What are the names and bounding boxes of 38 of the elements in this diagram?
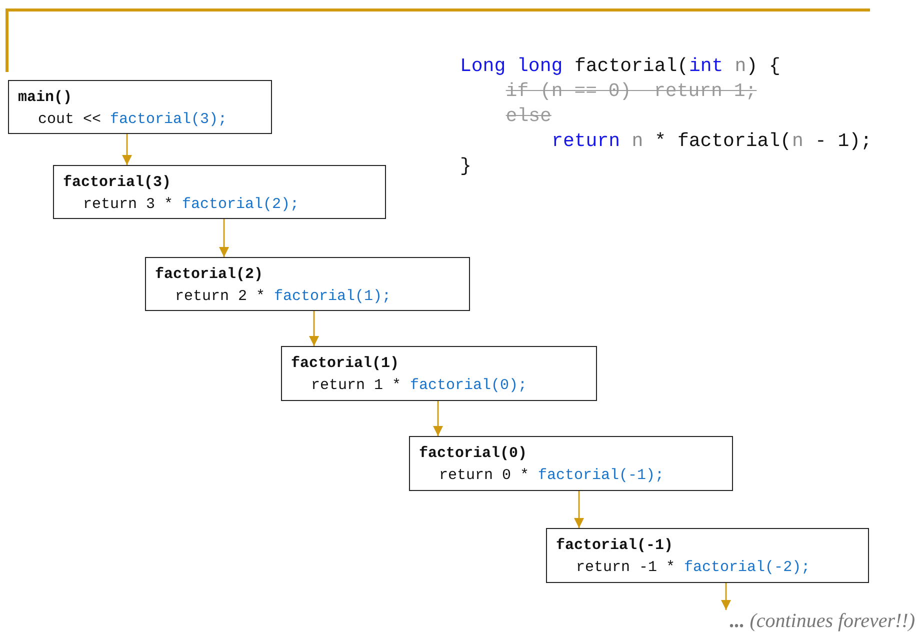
function-heading: factorial(-1)	[556, 536, 674, 556]
function-heading: factorial(1)	[291, 354, 400, 374]
function-heading: factorial(2)	[155, 265, 264, 285]
code-statement: return 3 * factorial(2);	[82, 195, 300, 215]
code-keyword: Long long	[460, 54, 563, 79]
call-frame-box	[145, 257, 470, 311]
function-heading: main()	[18, 88, 74, 108]
code-variable: n	[632, 129, 644, 154]
function-heading: factorial(0)	[419, 444, 528, 464]
call-frame-box	[53, 165, 386, 219]
struck-out-code: else	[506, 104, 552, 129]
code-statement: cout << factorial(3);	[37, 110, 228, 130]
code-statement: return -1 * factorial(-2);	[575, 558, 812, 578]
code-text: - 1);	[814, 129, 872, 154]
function-heading: factorial(3)	[63, 173, 172, 193]
arrow	[574, 491, 584, 528]
arrow	[309, 311, 319, 346]
code-keyword: return	[552, 129, 620, 154]
code-statement: return 0 * factorial(-1);	[438, 466, 666, 486]
call-frame-box	[546, 528, 869, 583]
call-frame-box	[8, 80, 272, 134]
arrow	[721, 583, 731, 610]
arrow	[219, 219, 229, 257]
code-text: factorial(	[574, 54, 689, 79]
call-frame-box	[409, 436, 733, 491]
code-variable: n	[734, 54, 746, 79]
struck-out-code: if (n == 0) return 1;	[506, 79, 757, 104]
code-text: * factorial(	[654, 129, 792, 154]
code-keyword: int	[689, 54, 724, 79]
arrow	[122, 134, 132, 165]
call-frame-box	[281, 346, 597, 401]
code-text: ) {	[746, 54, 780, 79]
code-variable: n	[792, 129, 804, 154]
code-text: }	[460, 154, 472, 179]
arrow	[433, 401, 443, 436]
continuation-note: ... (continues forever!!)	[640, 610, 915, 634]
code-statement: return 1 * factorial(0);	[310, 376, 528, 396]
code-statement: return 2 * factorial(1);	[174, 287, 392, 307]
